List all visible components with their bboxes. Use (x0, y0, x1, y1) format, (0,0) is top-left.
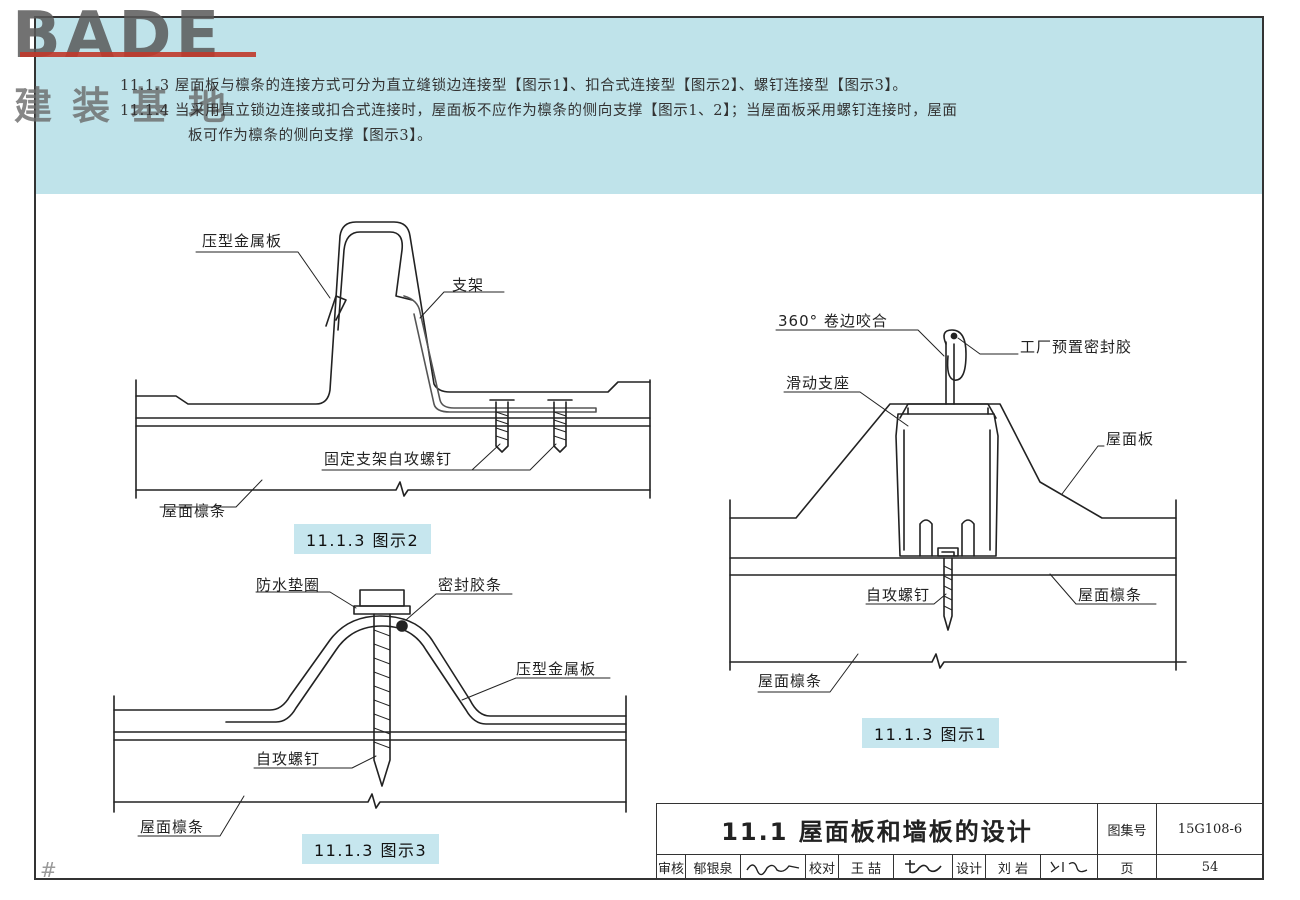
fig2-screw-1-thread (495, 411, 509, 441)
fig2-label-panel: 压型金属板 (202, 232, 283, 250)
fig2-leader-screw (321, 443, 557, 471)
fig1-sealant-dot (950, 332, 958, 340)
fig3-label-purlin: 屋面檩条 (140, 818, 205, 836)
fig2-label-screw: 固定支架自攻螺钉 (324, 450, 453, 468)
review-label: 审核 (656, 854, 686, 880)
fig3-label-panel: 压型金属板 (516, 660, 597, 678)
fig3-leader-strip (405, 593, 513, 621)
designer-name: 刘 岩 (985, 854, 1041, 880)
fig3-label-screw: 自攻螺钉 (256, 750, 321, 768)
fig3-leader-screw (253, 755, 377, 769)
fig1-label-seam: 360° 卷边咬合 (778, 312, 888, 330)
fig1-clip-slot-1 (919, 519, 933, 557)
checker-name: 王 喆 (838, 854, 894, 880)
fig3-drawing (113, 589, 627, 837)
fig1-label-clip: 滑动支座 (786, 374, 851, 392)
fig1-label-panel: 屋面板 (1106, 430, 1155, 448)
logo-sub-text: 建装基地 (14, 84, 247, 128)
designer-signature (1040, 854, 1098, 880)
fig2-panel-hem-left (325, 295, 347, 327)
fig2-label-bracket: 支架 (452, 276, 485, 294)
fig2-label-purlin: 屋面檩条 (162, 502, 227, 520)
fig1-clip-cap (899, 403, 997, 419)
fig2-panel-outer (135, 221, 651, 405)
fig1-leader-purlin (757, 653, 859, 693)
fig1-clip-body (895, 413, 999, 557)
fig3-screw-thread (373, 629, 391, 749)
fig2-screw-2 (547, 399, 573, 453)
fig3-label-strip: 密封胶条 (438, 576, 503, 594)
fig1-screw-thread (943, 565, 953, 611)
fig3-sealing-strip (396, 620, 408, 632)
page-label: 页 (1097, 854, 1157, 880)
corner-hash-mark: # (40, 858, 57, 882)
fig2-panel-inner (337, 231, 413, 331)
fig1-seam-stem (945, 341, 955, 405)
fig3-caption: 11.1.3 图示3 (302, 834, 440, 864)
fig1-clip-lip (907, 407, 989, 415)
fig2-screw-2-thread (553, 411, 567, 441)
fig2-leader-panel (195, 251, 331, 299)
fig1-label-sealant: 工厂预置密封胶 (1020, 338, 1133, 356)
fig3-purlin-line (113, 793, 627, 809)
note-line-3: 板可作为檩条的侧向支撑【图示3】。 (188, 128, 433, 144)
logo-main-text: BADE (12, 0, 224, 73)
atlas-number: 15G108-6 (1156, 803, 1264, 855)
fig3-panel-inner (225, 625, 627, 725)
fig2-bracket (403, 295, 597, 413)
fig2-leader-purlin (159, 479, 263, 508)
fig3-screw-shank (373, 613, 391, 787)
title-block-title: 11.1 屋面板和墙板的设计 (656, 803, 1098, 855)
fig1-leader-sealant (957, 337, 1019, 355)
page-number: 54 (1156, 854, 1264, 880)
design-label: 设计 (952, 854, 986, 880)
reviewer-name: 郁银泉 (685, 854, 741, 880)
fig2-screw-1 (489, 399, 515, 453)
watermark-logo: BADE 建装基地 (12, 4, 262, 134)
check-label: 校对 (805, 854, 839, 880)
fig3-label-washer: 防水垫圈 (256, 576, 321, 594)
fig1-label-purlin-right: 屋面檩条 (1078, 586, 1143, 604)
title-block: 11.1 屋面板和墙板的设计 图集号 15G108-6 审核 郁银泉 校对 王 … (656, 803, 1264, 880)
checker-signature (893, 854, 953, 880)
fig1-leader-clip (783, 391, 909, 427)
fig1-clip-slot-2 (961, 519, 975, 557)
logo-red-bar (20, 52, 256, 57)
fig1-leader-purlin-r (1049, 573, 1157, 605)
fig1-label-screw: 自攻螺钉 (866, 586, 931, 604)
fig2-leader-bracket (419, 291, 505, 319)
reviewer-signature (740, 854, 806, 880)
fig3-leader-purlin (137, 795, 245, 837)
fig1-seam-roll (943, 329, 967, 381)
fig1-purlin-line (729, 653, 1187, 669)
fig1-leader-panel (1061, 445, 1105, 495)
fig1-leader-seam (775, 329, 945, 357)
fig2-purlin-line (135, 481, 651, 497)
fig1-caption: 11.1.3 图示1 (862, 718, 1000, 748)
fig3-panel-outer (113, 615, 627, 717)
fig1-screw (941, 551, 955, 631)
fig3-screw-head (359, 589, 405, 607)
fig1-screw-head (937, 547, 959, 557)
fig3-leader-washer (255, 591, 357, 609)
fig2-drawing (135, 221, 651, 508)
fig2-caption: 11.1.3 图示2 (294, 524, 432, 554)
fig1-label-purlin: 屋面檩条 (758, 672, 823, 690)
notes-band (36, 18, 1262, 194)
note-line-2: 11.1.4 当采用直立锁边连接或扣合式连接时，屋面板不应作为檩条的侧向支撑【图… (120, 103, 958, 119)
fig1-leader-screw (865, 593, 947, 605)
fig3-leader-panel (461, 677, 611, 701)
fig1-panel (729, 403, 1177, 519)
note-line-1: 11.1.3 屋面板与檩条的连接方式可分为直立缝锁边连接型【图示1】、扣合式连接… (120, 78, 908, 94)
fig1-drawing (729, 329, 1187, 693)
atlas-label: 图集号 (1097, 803, 1157, 855)
fig3-washer (353, 605, 411, 615)
